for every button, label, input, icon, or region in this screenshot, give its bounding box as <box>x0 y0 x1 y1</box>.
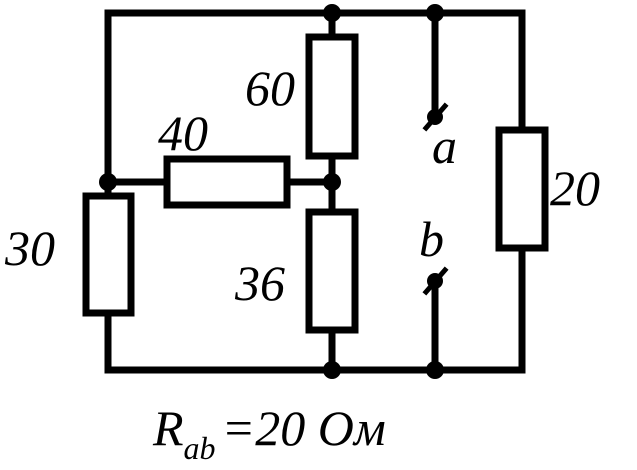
label-terminal-b: b <box>419 211 444 267</box>
label-resistor-36: 36 <box>234 255 285 311</box>
terminal-b <box>422 266 449 296</box>
resistor-60 <box>305 33 359 160</box>
label-resistor-20: 20 <box>550 160 600 216</box>
node-top-terminal <box>426 4 444 22</box>
terminal-a-tick <box>422 102 449 132</box>
result-symbol: R <box>152 400 184 456</box>
label-resistor-40: 40 <box>158 105 208 161</box>
wires <box>104 9 526 374</box>
result-subscript: ab <box>184 430 216 466</box>
node-bottom-terminal <box>426 361 444 379</box>
label-terminal-a: a <box>432 118 457 174</box>
node-center-junction <box>323 173 341 191</box>
label-resistor-60: 60 <box>245 60 295 116</box>
node-left-junction <box>99 173 117 191</box>
terminal-b-tick <box>422 266 449 296</box>
node-top-middle <box>323 4 341 22</box>
resistor-20 <box>495 126 549 252</box>
result-value: =20 Ом <box>222 400 386 456</box>
node-bottom-middle <box>323 361 341 379</box>
resistor-36 <box>305 208 359 334</box>
terminal-a <box>422 102 449 132</box>
junction-nodes <box>99 4 444 379</box>
result-formula: Rab=20 Ом <box>152 400 386 466</box>
resistor-30 <box>82 192 135 317</box>
resistor-40 <box>163 155 291 209</box>
label-resistor-30: 30 <box>4 220 55 276</box>
